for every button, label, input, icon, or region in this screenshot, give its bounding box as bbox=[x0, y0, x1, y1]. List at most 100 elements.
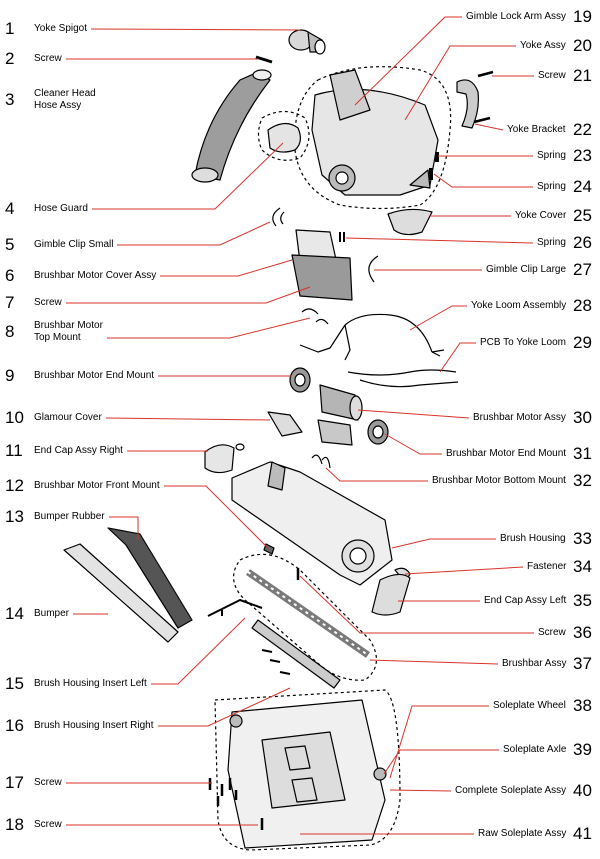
part-number-5: 5 bbox=[5, 235, 15, 254]
leader-line-7 bbox=[66, 286, 311, 304]
part-label-yoke-loom-assembly-28: Yoke Loom Assembly bbox=[471, 300, 567, 311]
bumper-drawing bbox=[63, 543, 179, 643]
yoke-spigot-drawing bbox=[288, 29, 326, 55]
hose-guard-drawing bbox=[267, 122, 301, 153]
leader-line-34 bbox=[404, 566, 524, 575]
part-label-line: Hose Assy bbox=[34, 100, 82, 111]
leader-line-5 bbox=[117, 221, 271, 246]
part-label-screw-2: Screw bbox=[34, 53, 62, 64]
part-number-16: 16 bbox=[5, 716, 24, 735]
leader-line-30 bbox=[357, 409, 470, 419]
part-number-7: 7 bbox=[5, 293, 15, 312]
part-number-3: 3 bbox=[5, 90, 15, 109]
part-label-gimble-lock-arm-assy-19: Gimble Lock Arm Assy bbox=[466, 11, 567, 22]
part-number-9: 9 bbox=[5, 366, 15, 385]
part-number-33: 33 bbox=[573, 529, 592, 548]
part-label-brushbar-motor-front-mount-12: Brushbar Motor Front Mount bbox=[34, 480, 160, 491]
part-label-brushbar-motor-cover-assy-6: Brushbar Motor Cover Assy bbox=[34, 270, 157, 281]
part-number-38: 38 bbox=[573, 696, 592, 715]
leader-line-19 bbox=[354, 16, 462, 106]
part-label-brushbar-motor-end-mount-31: Brushbar Motor End Mount bbox=[446, 448, 567, 459]
glamour-cover-drawing bbox=[267, 411, 303, 437]
part-label-gimble-clip-large-27: Gimble Clip Large bbox=[486, 264, 567, 275]
part-number-30: 30 bbox=[573, 408, 592, 427]
brush-housing-drawing bbox=[231, 461, 393, 586]
part-label-brushbar-motor-end-mount-9: Brushbar Motor End Mount bbox=[34, 370, 155, 381]
brush-housing-insert-left-drawing bbox=[207, 599, 263, 617]
part-number-41: 41 bbox=[573, 824, 592, 843]
part-label-line: Cleaner Head bbox=[34, 88, 96, 99]
bumper-rubber-drawing bbox=[107, 527, 193, 629]
leader-line-31 bbox=[384, 433, 442, 455]
leader-line-32 bbox=[325, 467, 428, 482]
yoke-assy-drawing bbox=[311, 69, 439, 196]
leader-line-33 bbox=[391, 538, 496, 549]
brushbar-motor-cover-drawing bbox=[291, 229, 353, 301]
part-label-screw-21: Screw bbox=[538, 70, 566, 81]
part-label-brush-housing-insert-left-15: Brush Housing Insert Left bbox=[34, 678, 147, 689]
leader-line-10 bbox=[105, 417, 271, 421]
leader-line-40 bbox=[389, 789, 452, 792]
vacuum-head-exploded-drawing bbox=[63, 29, 494, 851]
part-number-40: 40 bbox=[573, 781, 592, 800]
screw-17-group-drawing bbox=[208, 778, 238, 806]
part-number-35: 35 bbox=[573, 591, 592, 610]
part-number-29: 29 bbox=[573, 333, 592, 352]
part-label-spring-26: Spring bbox=[537, 237, 566, 248]
part-number-15: 15 bbox=[5, 674, 24, 693]
leader-line-12 bbox=[164, 485, 269, 549]
part-label-brushbar-motor-assy-30: Brushbar Motor Assy bbox=[473, 412, 566, 423]
screw-22-drawing bbox=[473, 116, 491, 124]
screw-2-drawing bbox=[255, 55, 273, 64]
part-label-brush-housing-insert-right-16: Brush Housing Insert Right bbox=[34, 720, 154, 731]
part-label-bumper-14: Bumper bbox=[34, 608, 70, 619]
leader-line-20 bbox=[404, 45, 516, 121]
part-label-line: Brushbar Motor bbox=[34, 320, 103, 331]
bottom-mount-drawing bbox=[311, 454, 331, 469]
part-number-32: 32 bbox=[573, 471, 592, 490]
leader-line-38 bbox=[389, 705, 489, 779]
brushbar-drawing bbox=[246, 569, 370, 658]
spring-24-drawing bbox=[429, 168, 433, 180]
part-number-24: 24 bbox=[573, 177, 592, 196]
part-label-glamour-cover-10: Glamour Cover bbox=[34, 412, 102, 423]
part-label-screw-18: Screw bbox=[34, 819, 62, 830]
yoke-cover-drawing bbox=[387, 208, 433, 236]
part-label-brushbar-motor-bottom-mount-32: Brushbar Motor Bottom Mount bbox=[432, 475, 566, 486]
end-mount-9-drawing bbox=[289, 367, 311, 393]
leader-line-4 bbox=[92, 142, 284, 210]
part-label-end-cap-assy-right-11: End Cap Assy Right bbox=[34, 445, 123, 456]
part-number-8: 8 bbox=[5, 322, 15, 341]
pcb-loom-drawing bbox=[347, 369, 459, 388]
brush-housing-insert-right-drawing bbox=[251, 619, 341, 689]
part-label-pcb-to-yoke-loom-29: PCB To Yoke Loom bbox=[480, 337, 566, 348]
part-label-screw-36: Screw bbox=[538, 627, 566, 638]
spring-23-drawing bbox=[435, 152, 439, 162]
part-label-complete-soleplate-assy-40: Complete Soleplate Assy bbox=[455, 785, 567, 796]
part-label-spring-24: Spring bbox=[537, 181, 566, 192]
part-number-6: 6 bbox=[5, 266, 15, 285]
part-label-soleplate-wheel-38: Soleplate Wheel bbox=[493, 700, 566, 711]
part-number-17: 17 bbox=[5, 773, 24, 792]
part-number-23: 23 bbox=[573, 146, 592, 165]
insert-screws-drawing bbox=[261, 649, 291, 675]
part-number-39: 39 bbox=[573, 740, 592, 759]
leader-line-15 bbox=[151, 617, 246, 685]
soleplate-assy-outline bbox=[214, 689, 401, 851]
part-number-31: 31 bbox=[573, 444, 592, 463]
part-label-screw-7: Screw bbox=[34, 297, 62, 308]
part-label-fastener-34: Fastener bbox=[527, 561, 567, 572]
part-number-22: 22 bbox=[573, 120, 592, 139]
part-label-yoke-spigot-1: Yoke Spigot bbox=[34, 23, 88, 34]
yoke-bracket-drawing bbox=[456, 79, 479, 129]
end-cap-left-drawing bbox=[371, 573, 411, 616]
leader-line-16 bbox=[158, 687, 291, 727]
part-number-19: 19 bbox=[573, 7, 592, 26]
end-mount-31-drawing bbox=[367, 419, 389, 445]
part-number-37: 37 bbox=[573, 654, 592, 673]
leader-line-29 bbox=[439, 342, 476, 373]
hose-guard-outline bbox=[257, 110, 310, 161]
leader-line-24 bbox=[433, 173, 533, 188]
